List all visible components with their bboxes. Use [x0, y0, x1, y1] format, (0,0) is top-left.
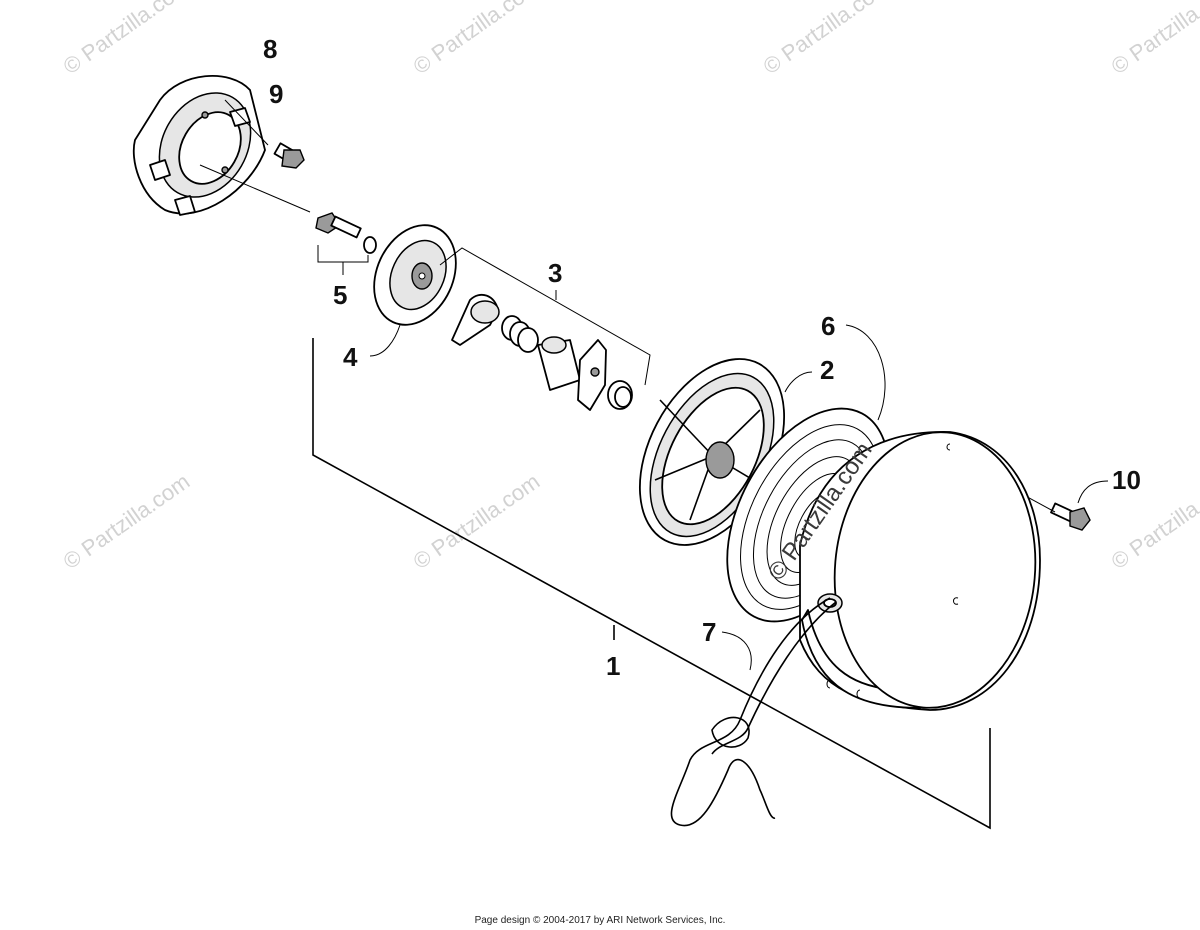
callout-1[interactable]: 1 — [606, 651, 620, 681]
callout-8[interactable]: 8 — [263, 34, 277, 64]
page-footer: Page design © 2004-2017 by ARI Network S… — [0, 915, 1200, 926]
callout-10[interactable]: 10 — [1112, 465, 1141, 495]
leader-line — [199, 164, 311, 213]
watermark: © Partzilla.com — [409, 469, 545, 575]
callout-7[interactable]: 7 — [702, 617, 716, 647]
bracket-3 — [439, 247, 651, 386]
watermark: © Partzilla.com — [409, 0, 545, 79]
part-starter-housing — [799, 431, 1041, 711]
assembly-bracket-1 — [312, 338, 991, 830]
copyright-text: Page design © 2004-2017 by ARI Network S… — [474, 915, 726, 926]
watermark: © Partzilla.com — [59, 0, 195, 79]
part-bolt-9 — [273, 142, 305, 169]
part-pull-rope — [670, 597, 837, 827]
part-bolt-10 — [1050, 502, 1091, 531]
leader-line — [845, 324, 886, 421]
callout-4[interactable]: 4 — [343, 342, 358, 372]
callout-2[interactable]: 2 — [820, 355, 834, 385]
leader-line — [1077, 480, 1109, 504]
callout-5[interactable]: 5 — [333, 280, 347, 310]
leader-line — [721, 631, 752, 671]
part-friction-plate — [373, 224, 457, 326]
callout-6[interactable]: 6 — [821, 311, 835, 341]
watermark: © Partzilla.com — [759, 0, 895, 79]
bracket-5 — [317, 245, 369, 275]
leader-line — [369, 324, 401, 357]
part-rope-reel — [638, 358, 786, 546]
callouts: 8 9 5 4 3 6 2 10 7 1 — [263, 34, 1141, 681]
part-starter-cup — [132, 75, 266, 216]
part-ratchet-set — [451, 293, 633, 411]
part-screw-washer-5 — [315, 212, 377, 254]
watermark: © Partzilla.com — [59, 469, 195, 575]
callout-9[interactable]: 9 — [269, 79, 283, 109]
watermark: © Partzilla.com — [1107, 0, 1200, 79]
leader-line — [784, 371, 813, 393]
callout-3[interactable]: 3 — [548, 258, 562, 288]
leader-line — [224, 99, 269, 146]
